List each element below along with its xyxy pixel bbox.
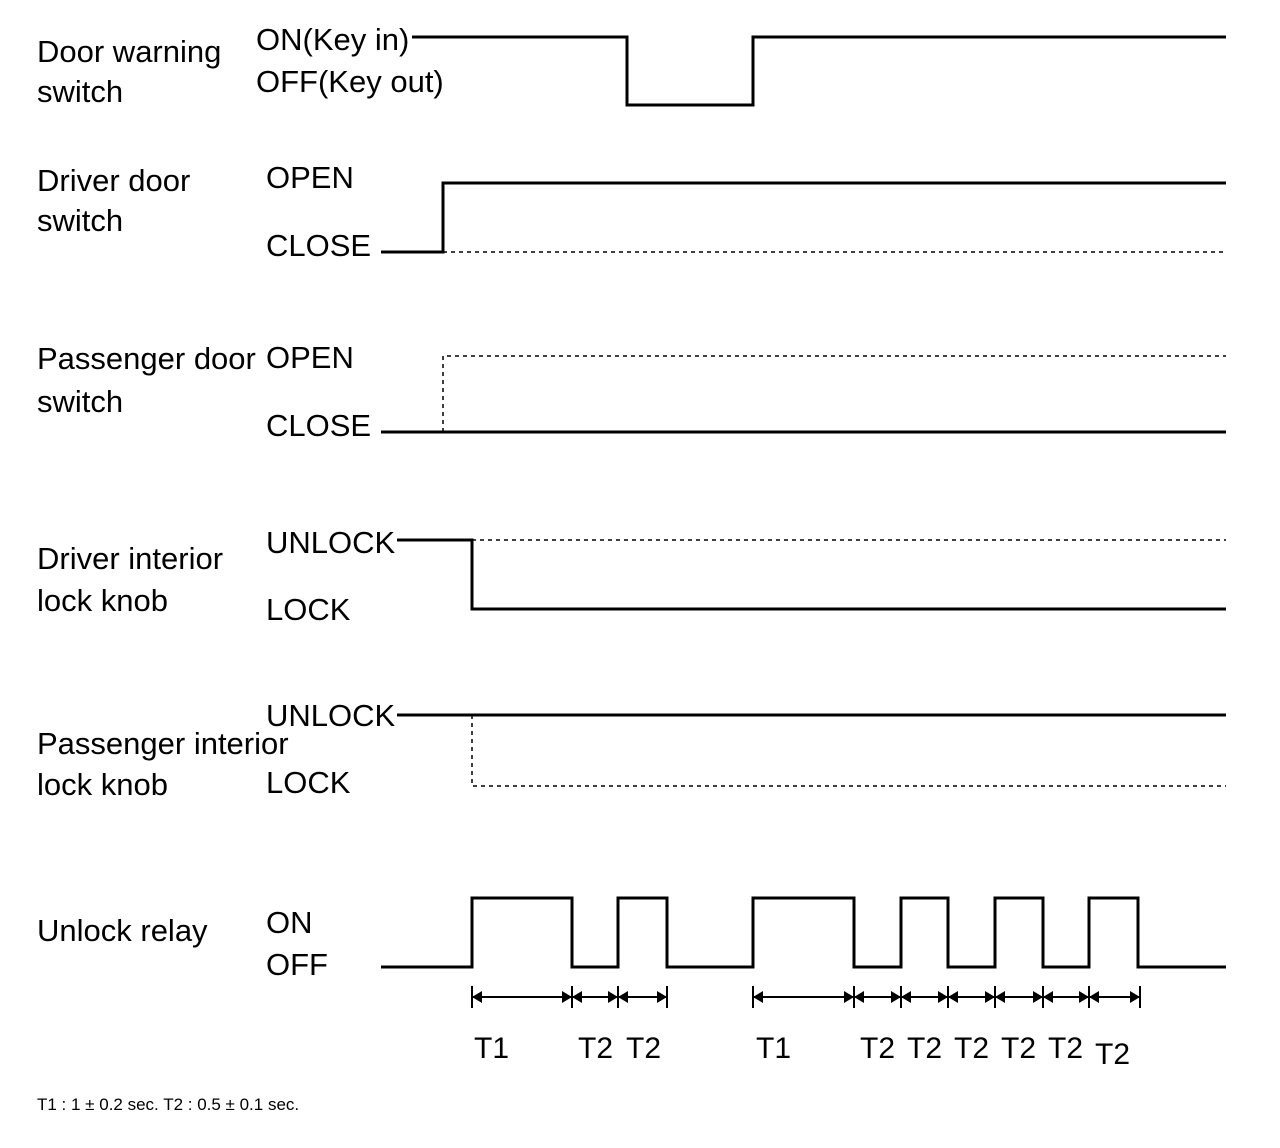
- waveform-passenger-door-alt-open: [442, 355, 1226, 432]
- timing-label-t2-eighth: T2: [1095, 1038, 1130, 1071]
- signal-label-driver-knob-line1: Driver interior: [37, 541, 223, 576]
- dimension-arrowhead-left: [753, 991, 763, 1003]
- timing-label-t2-seventh: T2: [1048, 1032, 1083, 1065]
- timing-label-t2-fourth: T2: [907, 1032, 942, 1065]
- dimension-arrowhead-left: [948, 991, 958, 1003]
- state-label-door-warning-on: ON(Key in): [256, 22, 409, 57]
- waveform-unlock-relay: [381, 896, 1226, 969]
- waveform-door-warning-switch: [412, 35, 1226, 107]
- signal-label-passenger-door-line1: Passenger door: [37, 341, 256, 376]
- dimension-arrowhead-right: [562, 991, 572, 1003]
- dimension-arrowhead-right: [657, 991, 667, 1003]
- state-label-driver-knob-lock: LOCK: [266, 592, 351, 627]
- state-label-passenger-knob-lock: LOCK: [266, 765, 351, 800]
- signal-label-door-warning-line2: switch: [37, 74, 123, 109]
- timing-label-t1-first: T1: [474, 1032, 509, 1065]
- signal-label-driver-door-line2: switch: [37, 203, 123, 238]
- dimension-arrowhead-right: [1033, 991, 1043, 1003]
- dimension-arrowhead-left: [1043, 991, 1053, 1003]
- signal-label-passenger-knob-line1: Passenger interior: [37, 726, 289, 761]
- signal-label-door-warning-line1: Door warning: [37, 34, 221, 69]
- timing-footnote: T1 : 1 ± 0.2 sec. T2 : 0.5 ± 0.1 sec.: [37, 1095, 299, 1114]
- waveform-passenger-knob-alt-lock: [471, 715, 1226, 787]
- dimension-arrowhead-left: [572, 991, 582, 1003]
- signal-label-driver-door-line1: Driver door: [37, 163, 190, 198]
- state-label-passenger-door-open: OPEN: [266, 340, 354, 375]
- timing-label-t2-third: T2: [860, 1032, 895, 1065]
- state-label-relay-on: ON: [266, 905, 313, 940]
- waveform-driver-interior-lock-knob: [397, 538, 1226, 611]
- state-label-passenger-door-close: CLOSE: [266, 408, 371, 443]
- dimension-arrowhead-left: [995, 991, 1005, 1003]
- state-label-driver-door-open: OPEN: [266, 160, 354, 195]
- signal-label-passenger-knob-line2: lock knob: [37, 767, 168, 802]
- timing-label-t2-fifth: T2: [954, 1032, 989, 1065]
- timing-label-t2-first: T2: [578, 1032, 613, 1065]
- dimension-arrowhead-left: [1089, 991, 1099, 1003]
- state-label-relay-off: OFF: [266, 947, 328, 982]
- dimension-arrowhead-right: [608, 991, 618, 1003]
- signal-label-unlock-relay: Unlock relay: [37, 913, 208, 948]
- dimension-arrowhead-left: [618, 991, 628, 1003]
- state-label-driver-knob-unlock: UNLOCK: [266, 525, 396, 560]
- dimension-arrowhead-right: [844, 991, 854, 1003]
- state-label-passenger-knob-unlock: UNLOCK: [266, 698, 396, 733]
- dimension-arrowhead-right: [1130, 991, 1140, 1003]
- waveform-driver-door-switch: [381, 181, 1226, 254]
- signal-label-passenger-door-line2: switch: [37, 384, 123, 419]
- state-label-door-warning-off: OFF(Key out): [256, 64, 444, 99]
- dimension-arrowhead-right: [985, 991, 995, 1003]
- timing-label-t1-second: T1: [756, 1032, 791, 1065]
- dimension-arrowhead-left: [472, 991, 482, 1003]
- dimension-arrowhead-right: [1079, 991, 1089, 1003]
- dimension-arrowhead-right: [891, 991, 901, 1003]
- signal-label-driver-knob-line2: lock knob: [37, 583, 168, 618]
- dimension-arrowhead-right: [938, 991, 948, 1003]
- timing-dimensions: [471, 986, 1141, 1008]
- state-label-driver-door-close: CLOSE: [266, 228, 371, 263]
- timing-label-t2-second: T2: [626, 1032, 661, 1065]
- timing-label-t2-sixth: T2: [1001, 1032, 1036, 1065]
- dimension-arrowhead-left: [854, 991, 864, 1003]
- dimension-arrowhead-left: [901, 991, 911, 1003]
